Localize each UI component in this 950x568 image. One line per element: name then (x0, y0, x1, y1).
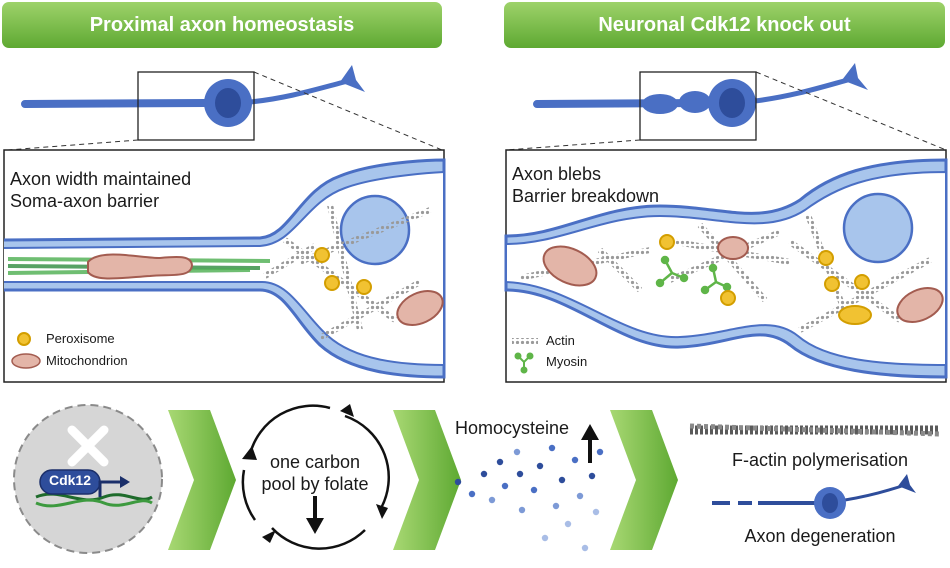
peroxisome-icon (17, 332, 31, 346)
folate-cycle-arrowheads (242, 404, 388, 543)
mitochondrion-icon (11, 353, 41, 369)
myosin-icon (514, 352, 534, 374)
cycle-label-line1: one carbon (269, 452, 361, 472)
panel-title-left: Proximal axon homeostasis (89, 13, 355, 36)
mitochondrion-left-2 (396, 290, 444, 326)
metabolite-label: Homocysteine (455, 418, 570, 438)
zoom-box-right (639, 71, 757, 141)
cdk12-knockout-disk (13, 404, 163, 554)
mitochondria-right (542, 236, 944, 323)
transcription-arrow-icon (120, 476, 130, 488)
myosin-right (655, 255, 732, 295)
neuron-overview-right (533, 63, 868, 127)
neuron-overview-left (21, 65, 365, 127)
title-banner-right: Neuronal Cdk12 knock out (504, 2, 945, 48)
chevron-arrow-3 (610, 410, 678, 550)
chevron-arrow-2 (393, 410, 461, 550)
gene-label: Cdk12 (48, 472, 92, 488)
down-arrow-icon (306, 496, 324, 534)
up-arrow-icon (581, 424, 599, 463)
caption-right-line2: Barrier breakdown (512, 186, 660, 206)
chevron-arrow-1 (168, 410, 236, 550)
legend-peroxisome-label: Peroxisome (46, 331, 115, 346)
caption-right-line1: Axon blebs (512, 164, 602, 184)
degenerating-neuron (712, 474, 916, 519)
mitochondrion-left (87, 253, 194, 280)
homocysteine-particles (454, 444, 604, 552)
folate-cycle-arrows (241, 404, 390, 550)
neuron-cell-right (504, 158, 948, 379)
legend-mitochondrion-label: Mitochondrion (46, 353, 128, 368)
zoom-box-left (137, 71, 255, 141)
outcome-degeneration-label: Axon degeneration (744, 526, 896, 546)
peroxisomes-left (314, 247, 372, 295)
peroxisomes-right (659, 234, 872, 325)
legend-icons-right (512, 338, 538, 374)
nucleus-right (842, 192, 914, 264)
title-banner-left: Proximal axon homeostasis (2, 2, 442, 48)
actin-filaments-right (519, 213, 932, 333)
f-actin-filament (689, 423, 941, 437)
nucleus-small-right (719, 88, 745, 118)
legend-actin-label: Actin (546, 333, 575, 348)
nucleus-small-left (215, 88, 241, 118)
caption-left-line1: Axon width maintained (10, 169, 192, 189)
legend-icons-left (11, 332, 41, 369)
cycle-label-line2: pool by folate (261, 474, 369, 494)
outcome-actin-label: F-actin polymerisation (731, 450, 909, 470)
legend-myosin-label: Myosin (546, 354, 588, 369)
caption-left-line2: Soma-axon barrier (10, 191, 160, 211)
panel-title-right: Neuronal Cdk12 knock out (598, 13, 851, 36)
knockout-x-icon (67, 425, 109, 467)
